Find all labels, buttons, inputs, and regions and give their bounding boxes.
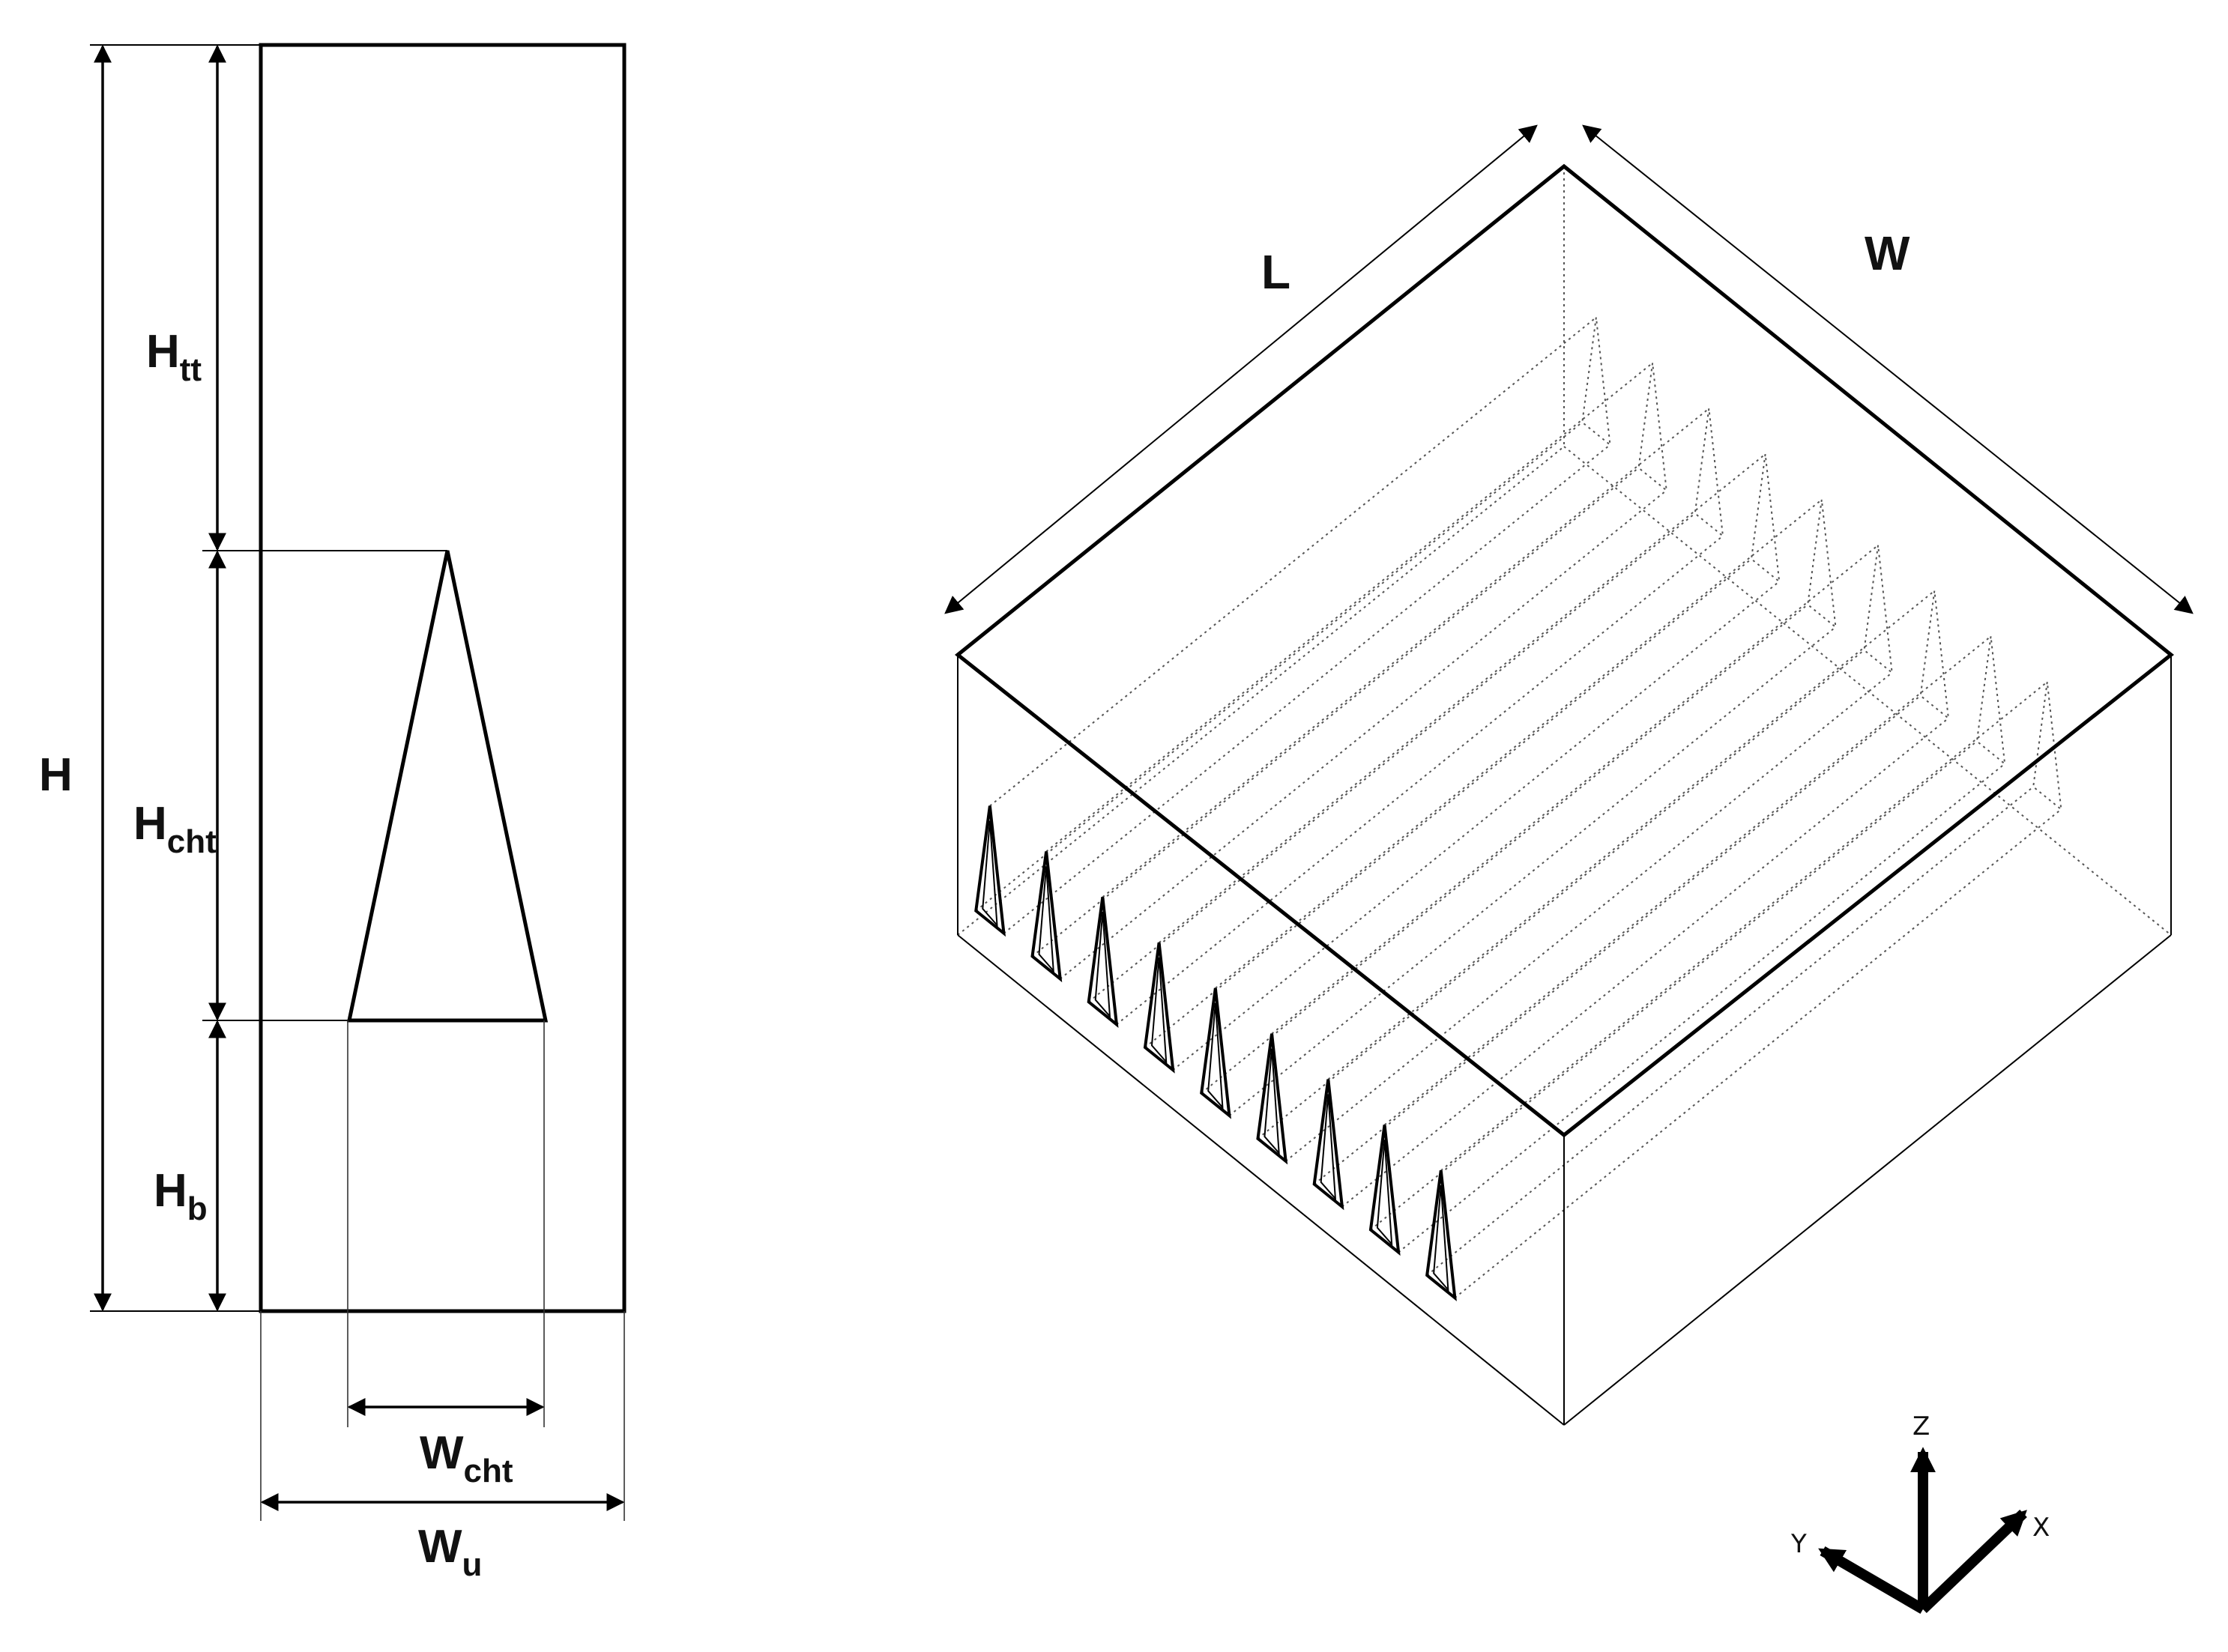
channel-hidden-edge <box>1370 740 1978 1231</box>
label-unit-width: Wu <box>418 1521 482 1583</box>
channel-hidden-edge <box>1102 408 1709 898</box>
front-channel-triangle <box>974 805 1006 937</box>
channel-inner-outline <box>982 820 998 928</box>
front-channel-triangle <box>1087 897 1119 1028</box>
channel-hidden-edge <box>1454 808 2062 1299</box>
front-channel-triangle <box>1425 1170 1457 1301</box>
channel-hidden-edge <box>1285 672 1893 1162</box>
channel-hidden-edge <box>1426 786 2034 1276</box>
y-axis <box>1818 1546 1926 1615</box>
channel-hidden-edge <box>1031 467 1640 957</box>
front-channel-triangle <box>1368 1125 1401 1256</box>
channel-hidden-edge <box>1060 489 1667 980</box>
label-tube-width: Wcht <box>420 1427 513 1489</box>
channel-outer-outline <box>974 805 1006 937</box>
front-channel-triangle <box>1200 987 1231 1119</box>
front-channel-triangle <box>1143 942 1175 1074</box>
channel-inner-outline <box>1207 1002 1224 1110</box>
front-channel-triangle <box>1030 851 1063 983</box>
label-total-height: H <box>39 749 73 801</box>
channel-hidden-edge <box>1003 444 1611 934</box>
label-z-axis: Z <box>1912 1412 1930 1441</box>
channel-outer-outline <box>1087 897 1119 1028</box>
channel-back-outline <box>1807 499 1837 629</box>
front-channel-triangle <box>1312 1079 1344 1211</box>
channel-hidden-edge <box>1314 695 1921 1185</box>
channel-hidden-edge <box>1383 635 1992 1126</box>
label-length: L <box>1261 245 1290 299</box>
channel-hidden-edge <box>1045 362 1653 853</box>
cross-section-view: H Htt Hcht Hb Wcht Wu <box>39 43 627 1583</box>
channel-inner-outline <box>1150 957 1168 1065</box>
unit-cell-outline <box>259 43 627 1313</box>
channel-outer-outline <box>1030 851 1063 983</box>
channel-back-outline <box>1581 317 1611 447</box>
channel-hidden-edge <box>1440 681 2048 1172</box>
box-lower-edges <box>957 655 2172 1426</box>
channel-hidden-edge <box>989 316 1597 807</box>
channel-outer-outline <box>1200 987 1231 1119</box>
channel-hidden-edge <box>1257 649 1865 1140</box>
label-base-height: Hb <box>154 1165 208 1227</box>
hidden-lines <box>957 166 2172 1299</box>
channel-back-outline <box>1975 636 2006 766</box>
channel-inner-outline <box>1038 866 1054 973</box>
label-y-axis: Y <box>1790 1529 1807 1559</box>
channel-hidden-edge <box>1228 626 1837 1116</box>
channel-inner-outline <box>1376 1140 1393 1247</box>
channel-back-outline <box>1637 363 1667 492</box>
channel-outer-outline <box>1368 1125 1401 1256</box>
channel-back-outline <box>1919 590 1950 720</box>
channel-inner-outline <box>1433 1184 1449 1292</box>
channel-outer-outline <box>1143 942 1175 1074</box>
label-top-height: Htt <box>146 326 202 388</box>
channel-hidden-edge <box>975 421 1583 912</box>
channel-inner-outline <box>1320 1094 1337 1201</box>
hidden-edge-right <box>1563 446 2172 936</box>
x-axis <box>1919 1509 2027 1614</box>
channel-hidden-edge <box>1116 535 1724 1026</box>
channel-inner-outline <box>1264 1048 1280 1155</box>
channel-inner-outline <box>1094 912 1111 1019</box>
channel-back-outline <box>1694 408 1724 538</box>
channel-hidden-edge <box>1201 604 1808 1094</box>
channel-hidden-edge <box>1341 717 1949 1208</box>
channel-hidden-edge <box>1215 499 1823 989</box>
isometric-view: L W <box>944 124 2194 1426</box>
label-x-axis: X <box>2032 1513 2050 1543</box>
dimension-arrow-length <box>944 124 1538 614</box>
channel-hidden-edge <box>1144 558 1752 1048</box>
channel-hidden-edge <box>1271 544 1879 1035</box>
channel-back-outline <box>1863 545 1893 675</box>
channel-hidden-edge <box>1158 453 1766 943</box>
front-face-channels <box>974 805 1457 1301</box>
channel-hidden-edge <box>1088 512 1696 1003</box>
dimension-arrow-width <box>1582 124 2194 614</box>
coordinate-axes: Z X Y <box>1790 1412 2050 1615</box>
channel-outer-outline <box>1256 1033 1288 1165</box>
channel-hidden-edge <box>1327 590 1935 1080</box>
channel-outer-outline <box>1312 1079 1344 1211</box>
front-channel-triangle <box>1256 1033 1288 1165</box>
label-width: W <box>1865 226 1910 280</box>
triangular-channel <box>346 550 549 1023</box>
channel-outer-outline <box>1425 1170 1457 1301</box>
channel-hidden-edge <box>1398 763 2005 1253</box>
channel-hidden-edge <box>1172 581 1780 1071</box>
channel-back-outline <box>1750 453 1781 584</box>
label-tube-height: Hcht <box>133 798 217 860</box>
